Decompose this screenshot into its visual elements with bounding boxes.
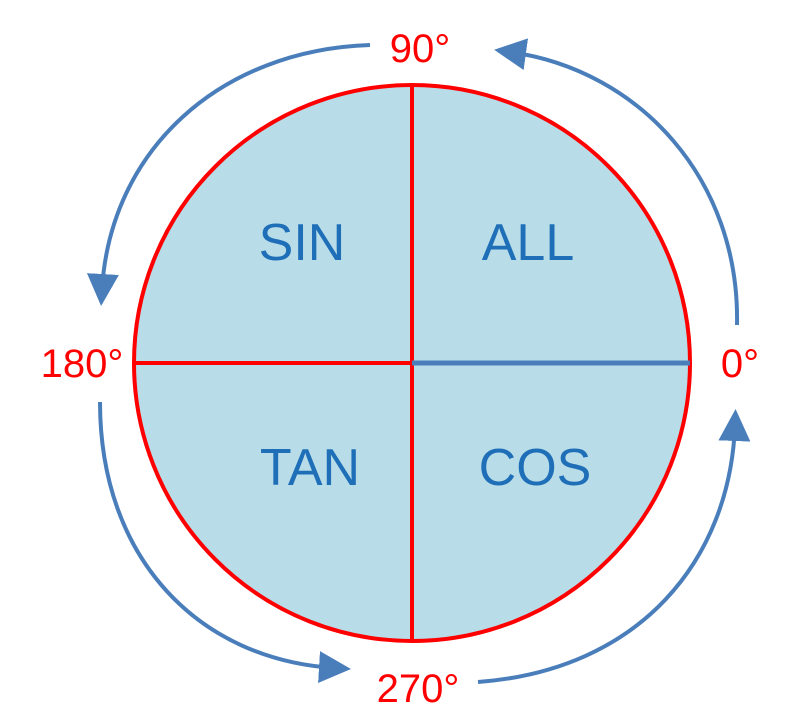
- angle-label-180: 180°: [41, 342, 124, 386]
- arrow-90-to-180: [86, 43, 371, 306]
- quadrant-label-cos: COS: [479, 439, 592, 497]
- arrow-180-to-270: [98, 401, 351, 684]
- quadrant-label-all: ALL: [482, 214, 575, 272]
- angle-label-90: 90°: [390, 27, 451, 71]
- angle-label-270: 270°: [377, 667, 460, 711]
- quadrant-label-tan: TAN: [260, 439, 360, 497]
- quadrant-label-sin: SIN: [259, 214, 346, 272]
- angle-label-0: 0°: [721, 342, 759, 386]
- arrow-0-to-90: [494, 38, 740, 326]
- arrow-270-to-0: [477, 409, 751, 684]
